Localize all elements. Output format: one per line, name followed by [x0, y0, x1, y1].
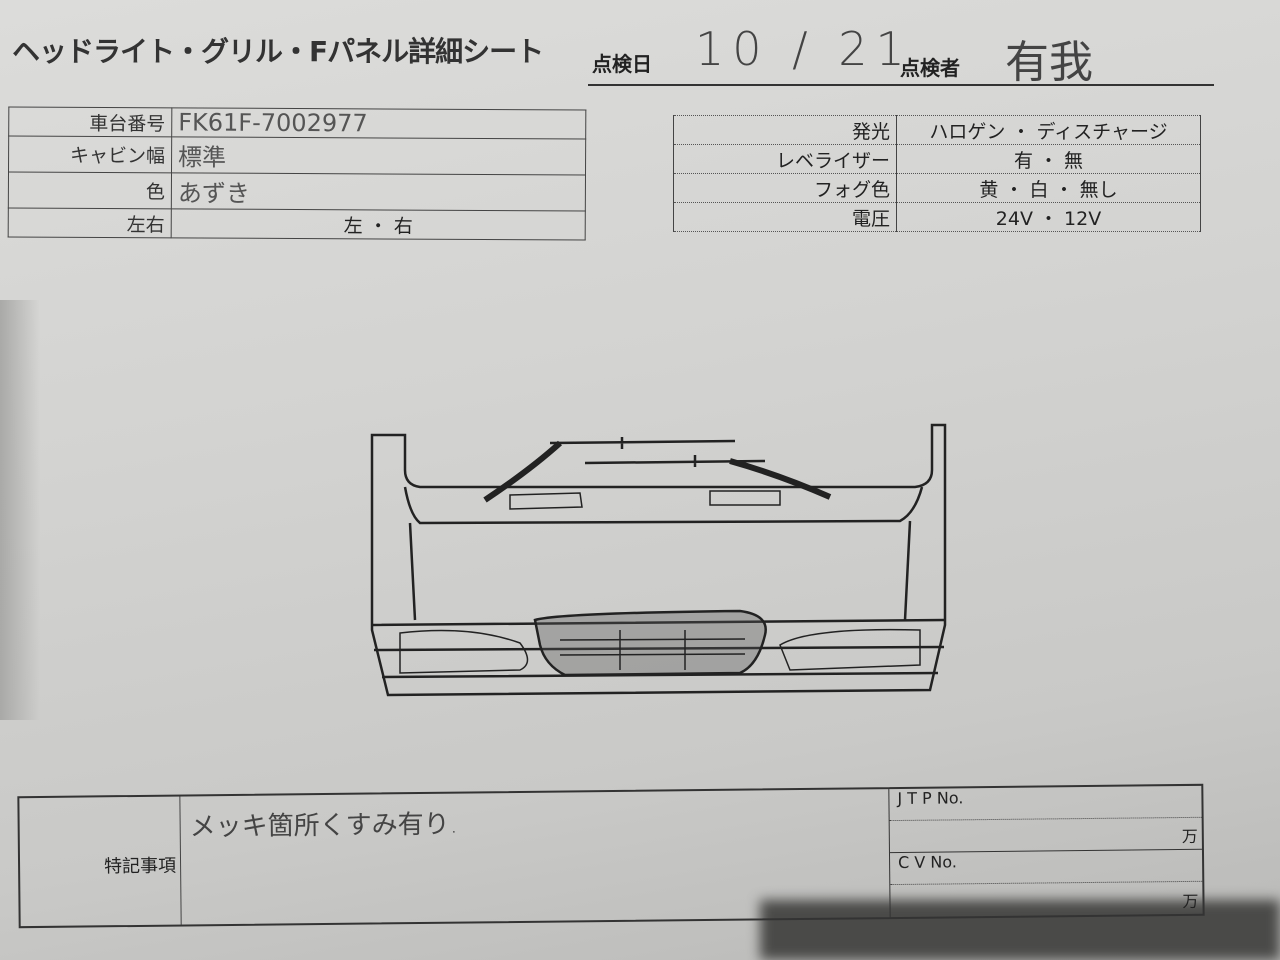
table-row: 左右左 ・ 右: [8, 207, 586, 241]
row-label: 左右: [8, 207, 172, 238]
jtp-label: J T P No.: [889, 785, 1202, 822]
photo-shadow: [760, 900, 1280, 960]
remarks-value: メッキ箇所くすみ有り.: [189, 809, 459, 843]
cv-field: 万: [890, 882, 1202, 917]
jtp-field: 万: [889, 817, 1202, 854]
inspection-date-value: 10 / 21: [695, 22, 913, 76]
row-value: 黄 ・ 白 ・ 無し: [896, 173, 1201, 203]
light-table: 発光ハロゲン ・ ディスチャージ レベライザー有 ・ 無 フォグ色黄 ・ 白 ・…: [673, 115, 1201, 232]
table-row: フォグ色黄 ・ 白 ・ 無し: [673, 173, 1201, 203]
cv-unit: 万: [1182, 891, 1199, 912]
remarks-label: 特記事項: [103, 855, 177, 878]
row-value: ハロゲン ・ ディスチャージ: [896, 115, 1201, 145]
cv-label: C V No.: [889, 849, 1203, 886]
inspection-date-label: 点検日: [592, 52, 652, 76]
table-row: 色あずき: [8, 171, 586, 212]
row-label: フォグ色: [673, 173, 897, 203]
table-row: キャビン幅標準: [8, 135, 586, 176]
header-rule: [588, 84, 1214, 86]
row-label: 車台番号: [8, 106, 172, 137]
row-label: 発光: [673, 115, 897, 145]
row-value: 24V ・ 12V: [896, 202, 1201, 232]
inspector-label: 点検者: [900, 56, 960, 80]
row-value: 標準: [171, 136, 586, 176]
jtp-unit: 万: [1181, 826, 1198, 847]
row-label: 電圧: [673, 202, 897, 232]
row-value: 左 ・ 右: [171, 208, 586, 241]
truck-front-diagram: [370, 423, 947, 697]
sheet-title: ヘッドライト・グリル・Fパネル詳細シート: [12, 35, 544, 68]
row-label: 色: [8, 171, 172, 209]
remarks-section: 特記事項 メッキ箇所くすみ有り. J T P No. 万 C V No. 万: [17, 783, 1205, 929]
table-row: レベライザー有 ・ 無: [673, 144, 1201, 174]
row-value: FK61F-7002977: [171, 107, 586, 140]
row-value: あずき: [171, 172, 586, 212]
number-fields: J T P No. 万 C V No. 万: [888, 785, 1203, 918]
photo-shade: [0, 300, 40, 720]
row-value: 有 ・ 無: [896, 144, 1201, 174]
remarks-label-cell: 特記事項: [19, 796, 182, 927]
row-label: キャビン幅: [8, 135, 172, 173]
inspector-value: 有我: [1005, 37, 1093, 88]
table-row: 発光ハロゲン ・ ディスチャージ: [673, 115, 1201, 145]
row-label: レベライザー: [673, 144, 897, 174]
